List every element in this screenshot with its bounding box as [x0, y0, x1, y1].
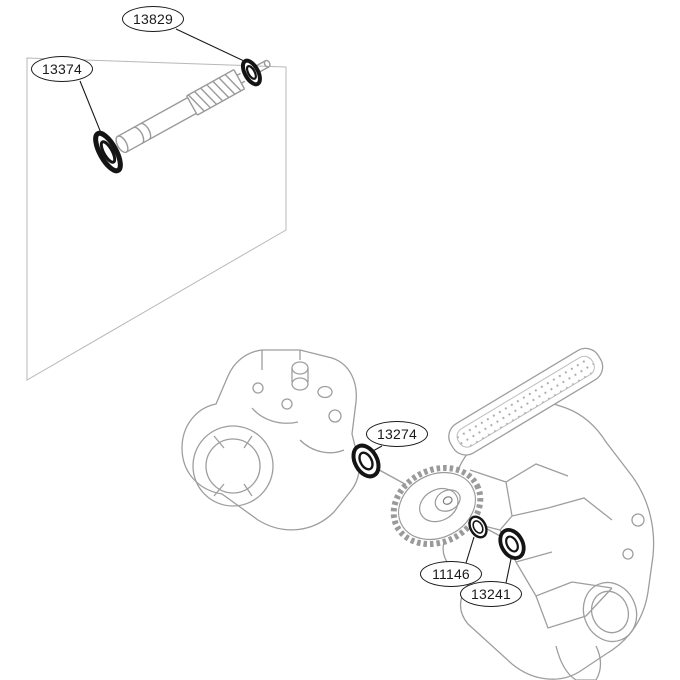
- backdrop-panel: [26, 57, 287, 381]
- gear-shaft-bearing: [498, 528, 526, 560]
- callout-leaders: [79, 28, 512, 584]
- drive-gear-bearing: [351, 443, 381, 479]
- side-frame: [442, 401, 655, 680]
- callout-13829: 13829: [122, 6, 184, 32]
- part-number: 11146: [432, 566, 470, 582]
- leader-13829: [175, 28, 245, 62]
- callout-13374: 13374: [31, 56, 93, 82]
- leader-13241: [505, 558, 512, 584]
- drive-gear: [390, 464, 484, 548]
- callout-13274: 13274: [366, 421, 428, 447]
- worm-shaft-bearing-large: [93, 130, 123, 174]
- worm-shaft-bearing-small: [240, 58, 262, 87]
- shaft-washer: [468, 515, 488, 539]
- part-number: 13241: [471, 586, 511, 602]
- part-number: 13374: [42, 61, 82, 77]
- leader-13374: [79, 80, 102, 134]
- leader-13274: [370, 445, 383, 453]
- callout-13241: 13241: [460, 581, 522, 607]
- gear-housing: [181, 349, 361, 531]
- part-number: 13274: [377, 426, 417, 442]
- reel-foot: [448, 347, 604, 456]
- worm-shaft-assembly: [93, 58, 271, 174]
- leader-11146: [465, 536, 475, 564]
- part-number: 13829: [133, 11, 173, 27]
